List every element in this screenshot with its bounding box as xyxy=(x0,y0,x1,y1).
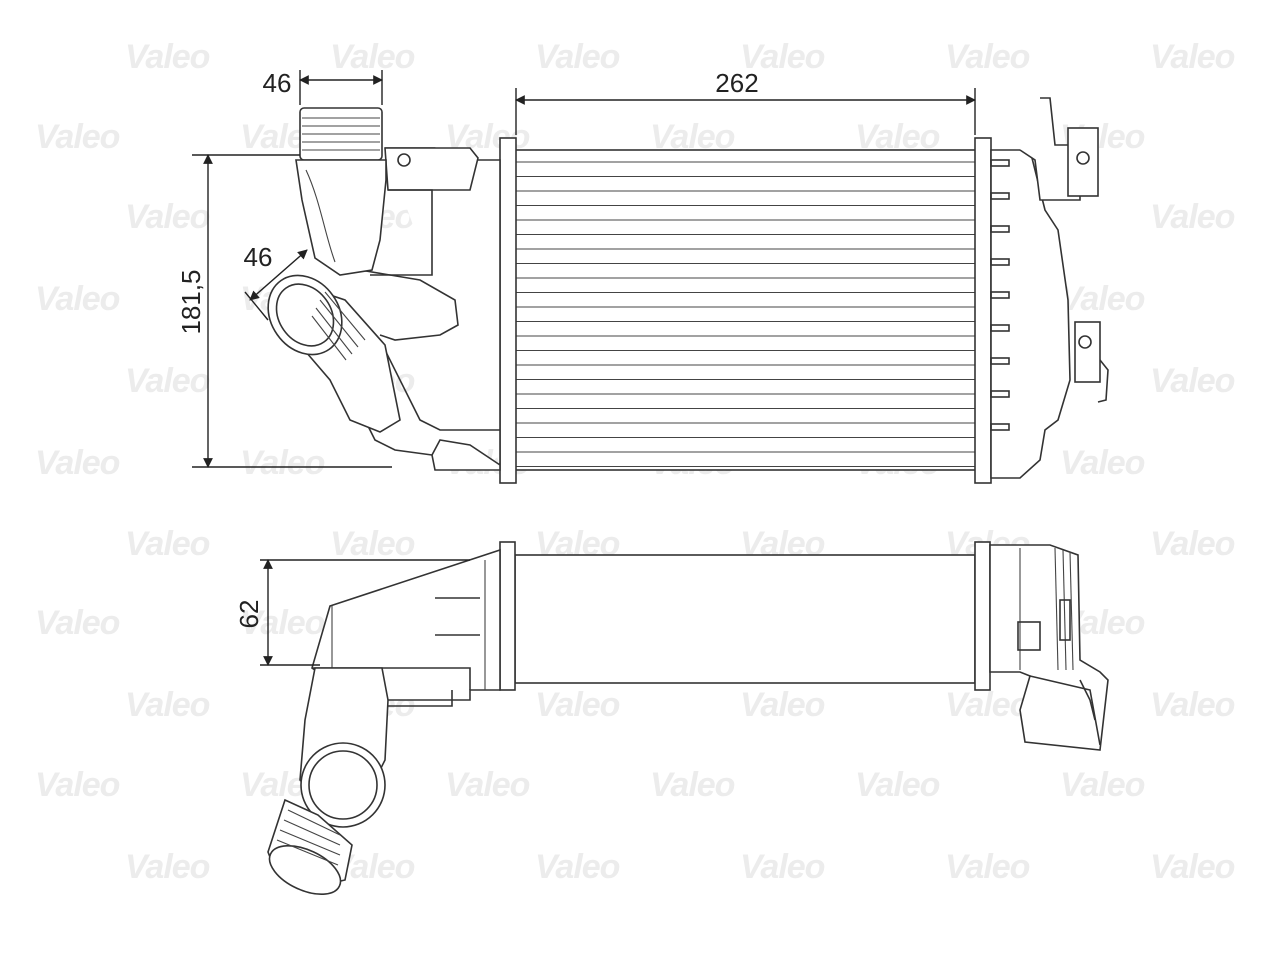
dim-top-width-label: 46 xyxy=(263,68,292,98)
right-end-tank xyxy=(990,97,1109,479)
watermark-text: Valeo xyxy=(1150,848,1235,886)
watermark-text: Valeo xyxy=(330,525,415,563)
watermark-text: Valeo xyxy=(740,848,825,886)
top-view: 46 262 181,5 46 xyxy=(176,68,1109,484)
tank-tab xyxy=(990,291,1010,299)
right-housing-side xyxy=(989,544,1109,751)
watermark-text: Valeo xyxy=(240,604,325,642)
watermark-text: Valeo xyxy=(35,604,120,642)
tank-tab xyxy=(990,357,1010,365)
watermark-text: Valeo xyxy=(535,686,620,724)
left-end-tank xyxy=(349,147,501,471)
watermark-text: Valeo xyxy=(855,766,940,804)
side-view: 62 xyxy=(234,541,1109,896)
core-side xyxy=(499,541,991,691)
tank-tab xyxy=(990,258,1010,266)
watermark-text: Valeo xyxy=(535,38,620,76)
dim-height-label: 181,5 xyxy=(176,269,206,334)
watermark-text: Valeo xyxy=(740,686,825,724)
watermark-text: Valeo xyxy=(125,198,210,236)
watermark-text: Valeo xyxy=(125,686,210,724)
watermark-text: Valeo xyxy=(1060,444,1145,482)
dim-core-width: 262 xyxy=(515,68,976,135)
watermark-text: Valeo xyxy=(1150,38,1235,76)
watermark-text: Valeo xyxy=(1150,686,1235,724)
lower-spigot-side xyxy=(267,667,389,896)
watermark-text: Valeo xyxy=(1060,766,1145,804)
upper-spigot xyxy=(295,107,387,276)
dim-inlet-diameter-label: 46 xyxy=(244,242,273,272)
watermark-text: Valeo xyxy=(945,38,1030,76)
watermark-text: Valeo xyxy=(125,525,210,563)
watermark-text: Valeo xyxy=(945,848,1030,886)
watermark-text: Valeo xyxy=(125,848,210,886)
core-fins xyxy=(516,161,975,468)
core-top xyxy=(499,137,992,484)
tank-tab xyxy=(990,324,1010,332)
tank-tab xyxy=(990,192,1010,200)
watermark-text: Valeo xyxy=(1150,362,1235,400)
watermark-text: Valeo xyxy=(740,38,825,76)
watermark-text: Valeo xyxy=(125,38,210,76)
tank-tab xyxy=(990,159,1010,167)
dim-height: 181,5 xyxy=(176,154,392,468)
dim-depth-label: 62 xyxy=(234,600,264,629)
watermark-text: Valeo xyxy=(125,362,210,400)
watermark-text: Valeo xyxy=(330,38,415,76)
watermark-text: Valeo xyxy=(945,686,1030,724)
watermark-text: Valeo xyxy=(1060,280,1145,318)
watermark-text: Valeo xyxy=(35,766,120,804)
watermark-text: Valeo xyxy=(445,766,530,804)
watermark-text: Valeo xyxy=(650,766,735,804)
watermark-text: Valeo xyxy=(35,118,120,156)
watermark-text: Valeo xyxy=(535,848,620,886)
tank-tab xyxy=(990,390,1010,398)
watermark-text: Valeo xyxy=(35,280,120,318)
watermark-text: Valeo xyxy=(240,444,325,482)
watermark-text: Valeo xyxy=(1150,525,1235,563)
watermark-text: Valeo xyxy=(1150,198,1235,236)
angled-spigot-top xyxy=(267,274,401,433)
dim-inlet-diameter: 46 xyxy=(244,242,308,321)
tank-tab xyxy=(990,423,1010,431)
watermark-text: Valeo xyxy=(35,444,120,482)
dim-core-width-label: 262 xyxy=(715,68,758,98)
tank-tab xyxy=(990,225,1010,233)
dim-top-width: 46 xyxy=(263,68,383,105)
right-tank-tabs xyxy=(990,159,1010,431)
dim-depth: 62 xyxy=(234,559,470,666)
